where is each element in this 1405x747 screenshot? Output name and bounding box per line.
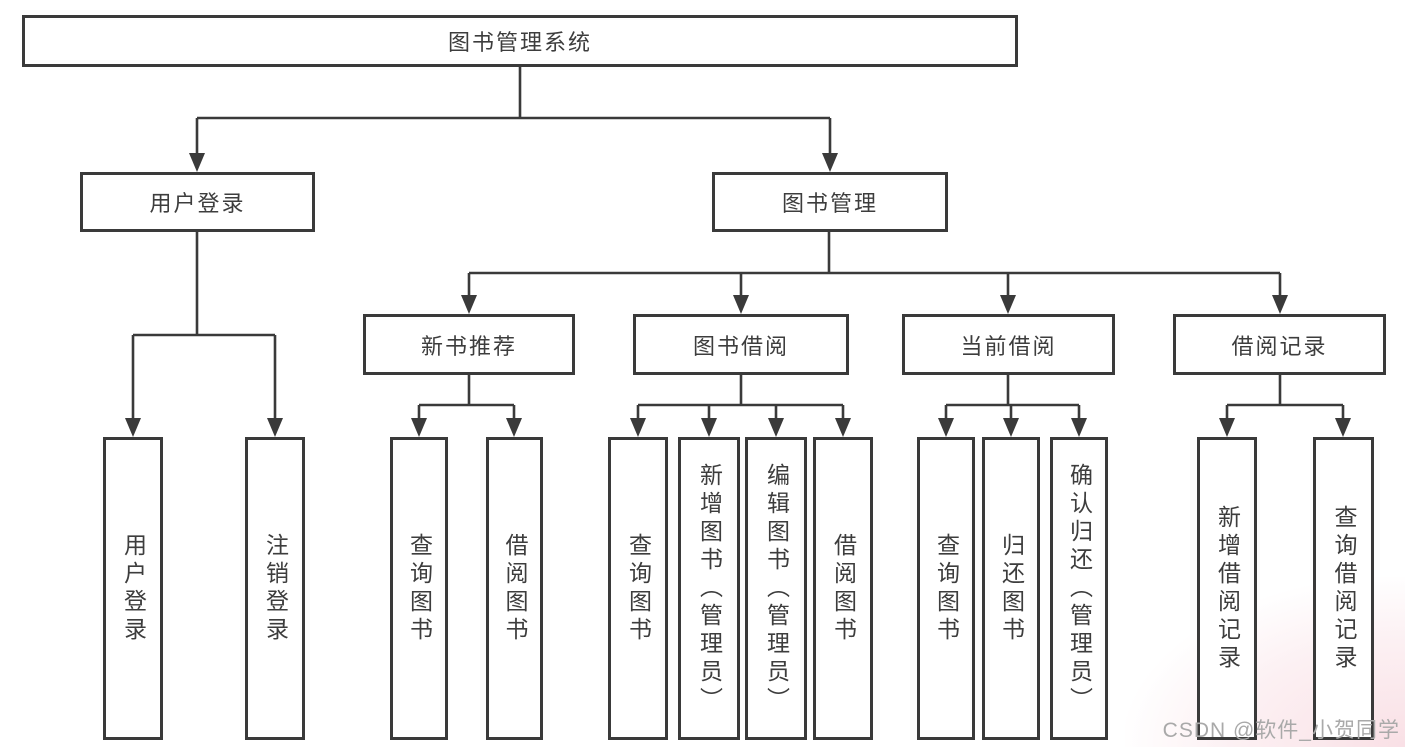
- node-label: 查询图书: [625, 532, 652, 645]
- node-br-query: 查询借阅记录: [1313, 437, 1374, 740]
- node-bb-add: 新增图书（管理员）: [678, 437, 740, 740]
- arrowhead-icon: [125, 418, 141, 437]
- node-book-mgmt: 图书管理: [712, 172, 948, 232]
- arrowhead-icon: [1219, 418, 1235, 437]
- arrowhead-icon: [267, 418, 283, 437]
- node-label: 新增借阅记录: [1214, 504, 1241, 673]
- node-label: 确认归还（管理员）: [1066, 462, 1093, 715]
- arrowhead-icon: [822, 153, 838, 172]
- arrowhead-icon: [1003, 418, 1019, 437]
- node-nb-query: 查询图书: [390, 437, 448, 740]
- node-login: 用户登录: [103, 437, 163, 740]
- arrowhead-icon: [630, 418, 646, 437]
- arrowhead-icon: [733, 295, 749, 314]
- arrowhead-icon: [461, 295, 477, 314]
- node-user-login: 用户登录: [80, 172, 315, 232]
- watermark: CSDN @软件_小贺同学: [1162, 719, 1400, 742]
- node-label: 图书管理: [781, 191, 878, 216]
- arrowhead-icon: [701, 418, 717, 437]
- node-cb-confirm: 确认归还（管理员）: [1050, 437, 1108, 740]
- node-label: 图书借阅: [692, 333, 789, 359]
- node-label: 图书管理系统: [447, 30, 592, 55]
- node-cb-query: 查询图书: [917, 437, 975, 740]
- node-book-borrow: 图书借阅: [633, 314, 849, 375]
- node-logout: 注销登录: [245, 437, 305, 740]
- node-label: 新书推荐: [420, 333, 517, 359]
- node-bb-query: 查询图书: [608, 437, 668, 740]
- node-label: 新增图书（管理员）: [696, 462, 723, 715]
- node-bb-borrow: 借阅图书: [813, 437, 873, 740]
- node-borrow-record: 借阅记录: [1173, 314, 1386, 375]
- arrowhead-icon: [835, 418, 851, 437]
- arrowhead-icon: [189, 153, 205, 172]
- node-label: 用户登录: [120, 532, 147, 645]
- node-label: 借阅图书: [830, 532, 857, 645]
- node-label: 当前借阅: [960, 333, 1057, 359]
- arrowhead-icon: [506, 418, 522, 437]
- node-label: 借阅记录: [1231, 333, 1328, 359]
- node-cb-return: 归还图书: [982, 437, 1040, 740]
- node-label: 查询图书: [406, 532, 433, 645]
- node-label: 查询借阅记录: [1331, 504, 1357, 673]
- arrowhead-icon: [1272, 295, 1288, 314]
- node-label: 编辑图书（管理员）: [763, 462, 790, 715]
- node-label: 借阅图书: [502, 532, 528, 645]
- arrowhead-icon: [1335, 418, 1351, 437]
- node-nb-borrow: 借阅图书: [486, 437, 543, 740]
- node-br-add: 新增借阅记录: [1197, 437, 1257, 740]
- arrowhead-icon: [411, 418, 427, 437]
- arrowhead-icon: [1071, 418, 1087, 437]
- arrowhead-icon: [938, 418, 954, 437]
- node-bb-edit: 编辑图书（管理员）: [745, 437, 807, 740]
- arrowhead-icon: [768, 418, 784, 437]
- node-root: 图书管理系统: [22, 15, 1018, 67]
- node-new-book-rec: 新书推荐: [363, 314, 575, 375]
- node-label: 查询图书: [933, 532, 960, 645]
- node-current-borrow: 当前借阅: [902, 314, 1115, 375]
- node-label: 归还图书: [998, 532, 1025, 645]
- node-label: 用户登录: [149, 191, 246, 216]
- node-label: 注销登录: [262, 532, 289, 645]
- arrowhead-icon: [1000, 295, 1016, 314]
